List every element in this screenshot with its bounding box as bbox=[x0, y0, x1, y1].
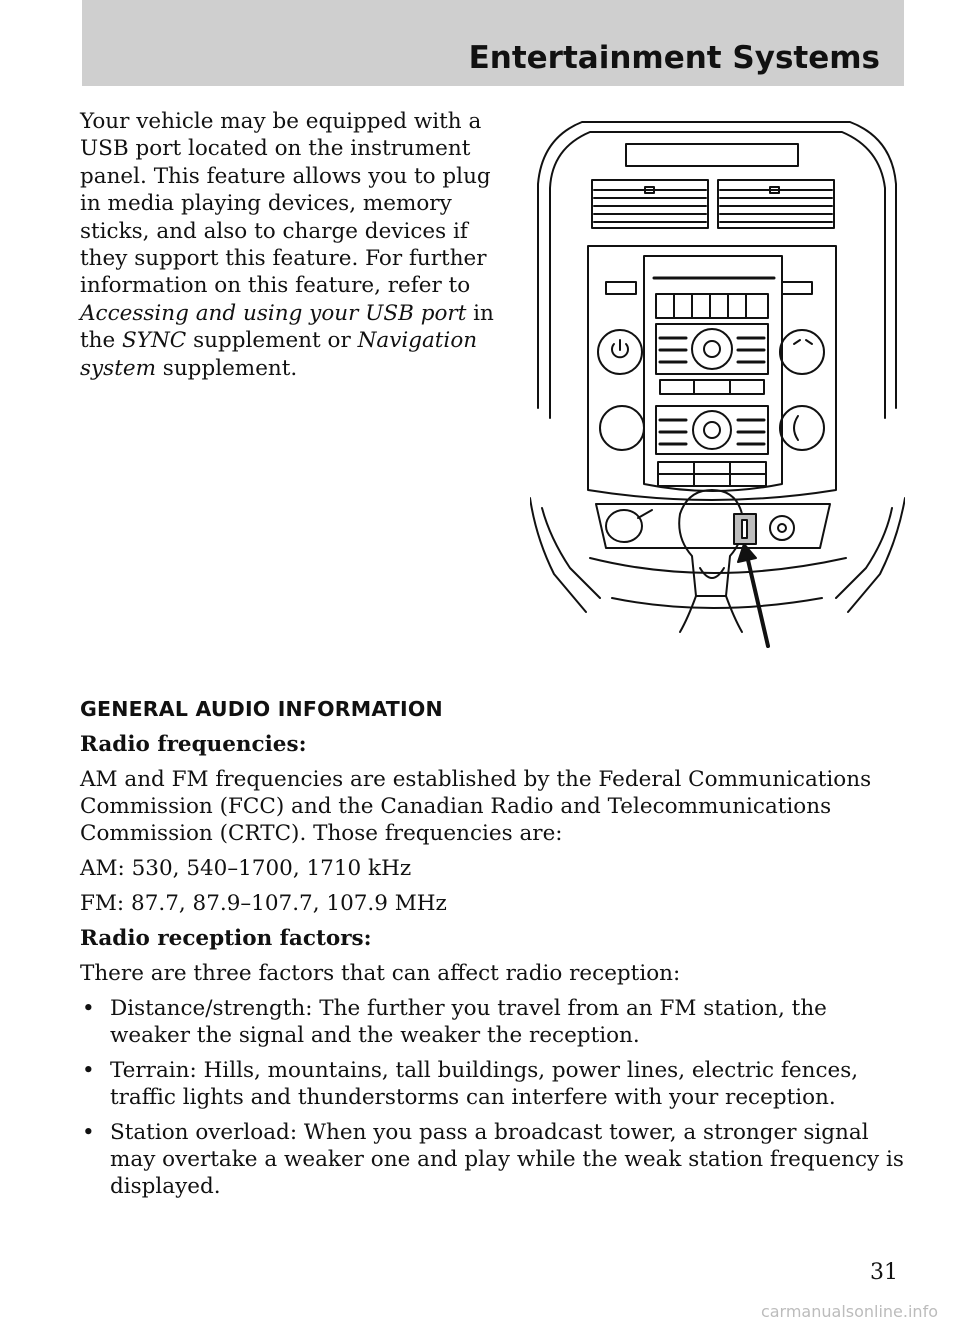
usb-port-reference: Accessing and using your USB port bbox=[80, 300, 467, 326]
intro-text-4: supplement. bbox=[155, 355, 298, 381]
bullet-station-overload: • Station overload: When you pass a broad… bbox=[80, 1119, 906, 1200]
watermark: carmanualsonline.info bbox=[760, 1302, 938, 1321]
page-header-title: Entertainment Systems bbox=[468, 40, 880, 76]
intro-text-2: in the bbox=[80, 300, 494, 354]
header-band: Entertainment Systems bbox=[82, 0, 904, 86]
intro-paragraph: Your vehicle may be equipped with a USB … bbox=[80, 108, 500, 382]
reception-factors-heading: Radio reception factors: bbox=[80, 926, 372, 951]
intro-text-1: Your vehicle may be equipped with a USB … bbox=[80, 109, 491, 299]
page-number: 31 bbox=[870, 1260, 898, 1285]
audio-information-section: GENERAL AUDIO INFORMATION Radio frequenc… bbox=[80, 696, 906, 1208]
navigation-reference: Navigation system bbox=[80, 328, 478, 381]
bullet-text: Terrain: Hills, mountains, tall building… bbox=[110, 1058, 859, 1110]
bullet-symbol: • bbox=[82, 996, 95, 1021]
instrument-panel-illustration bbox=[529, 121, 906, 648]
intro-text-3: supplement or bbox=[186, 328, 358, 354]
bullet-symbol: • bbox=[82, 1058, 95, 1083]
bullet-text: Distance/strength: The further you trave… bbox=[110, 996, 827, 1048]
am-frequencies: AM: 530, 540–1700, 1710 kHz bbox=[80, 856, 412, 881]
radio-frequencies-heading: Radio frequencies: bbox=[80, 732, 307, 757]
bullet-terrain: • Terrain: Hills, mountains, tall buildin… bbox=[80, 1057, 906, 1111]
instrument-panel-figure bbox=[529, 118, 906, 658]
sync-reference: SYNC bbox=[122, 328, 187, 354]
reception-factors-intro: There are three factors that can affect … bbox=[80, 961, 681, 986]
radio-frequencies-text: AM and FM frequencies are established by… bbox=[80, 767, 872, 846]
bullet-symbol: • bbox=[82, 1120, 95, 1145]
section-heading: GENERAL AUDIO INFORMATION bbox=[80, 697, 443, 721]
bullet-text: Station overload: When you pass a broadc… bbox=[110, 1120, 904, 1199]
bullet-distance: • Distance/strength: The further you trav… bbox=[80, 995, 906, 1049]
fm-frequencies: FM: 87.7, 87.9–107.7, 107.9 MHz bbox=[80, 891, 447, 916]
